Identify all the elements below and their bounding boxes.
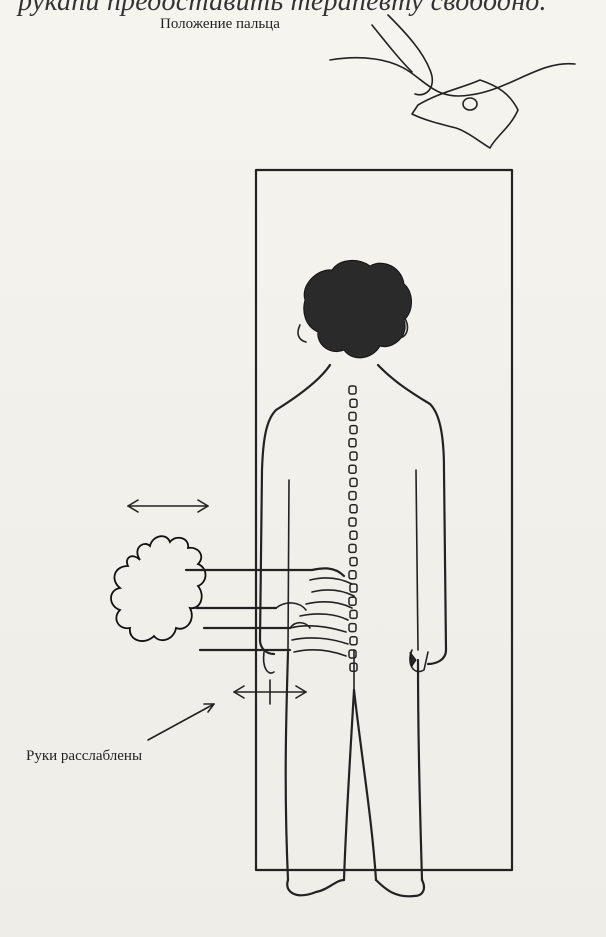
body-outline [260,365,446,896]
vertebra-marker [350,426,357,434]
vertebra-marker [349,597,356,605]
vertebra-marker [349,624,356,632]
vertebra-marker [349,571,356,579]
vertebra-marker [349,650,356,658]
vertebra-marker [350,478,357,486]
head-icon [298,260,412,357]
vertebra-marker [350,584,357,592]
double-arrow-icon [128,500,208,512]
vertebra-marker [349,386,356,394]
vertebra-marker [349,544,356,552]
vertebra-marker [349,439,356,447]
vertebra-marker [349,492,356,500]
therapist-hands-icon [111,536,354,656]
vertebra-marker [350,531,357,539]
vertebra-marker [350,610,357,618]
vertebra-marker [350,505,357,513]
vertebra-marker [349,465,356,473]
vertebra-marker [350,558,357,566]
pointer-line [148,704,214,740]
spine-dots [349,386,357,671]
vertebra-marker [350,399,357,407]
vertebra-marker [349,412,356,420]
vertebra-marker [350,452,357,460]
double-arrow-icon [234,680,306,704]
vertebra-marker [349,518,356,526]
finger-detail-icon [330,15,575,148]
vertebra-marker [350,637,357,645]
